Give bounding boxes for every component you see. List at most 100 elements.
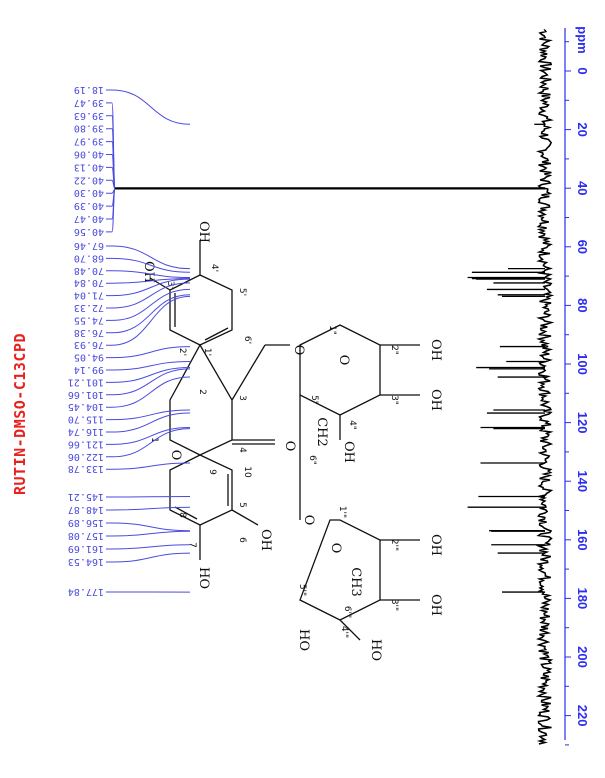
structure-position-number: 5 bbox=[237, 502, 247, 508]
structure-atom-label: CH2 bbox=[314, 417, 329, 447]
structure-atom-label: HO bbox=[296, 629, 311, 651]
peak-label: 101.66 bbox=[68, 389, 104, 400]
peak-label: 39.80 bbox=[74, 123, 104, 134]
peak-label: 164.53 bbox=[68, 556, 104, 567]
peak-label: 116.74 bbox=[68, 426, 104, 437]
peak-label-connector bbox=[106, 179, 116, 190]
structure-position-number: 2" bbox=[389, 345, 399, 355]
peak-label: 40.13 bbox=[74, 161, 104, 172]
peak-label: 40.56 bbox=[74, 226, 104, 237]
structure-position-number: 6" bbox=[307, 455, 317, 465]
structure-position-number: 6'" bbox=[342, 606, 352, 618]
peak-label: 148.87 bbox=[68, 504, 104, 515]
peak-label-connector bbox=[106, 270, 191, 279]
rutin-structure bbox=[149, 240, 420, 641]
structure-position-number: 8 bbox=[177, 512, 187, 518]
peak-label: 71.04 bbox=[74, 290, 104, 301]
structure-position-number: 10 bbox=[242, 466, 252, 478]
peak-label: 133.78 bbox=[68, 463, 104, 474]
peak-label-connector bbox=[106, 346, 191, 359]
peak-label-connector bbox=[106, 426, 191, 445]
axis-tick-label: 160 bbox=[575, 529, 590, 551]
structure-atom-label: O bbox=[336, 355, 351, 366]
structure-atom-label: OH bbox=[428, 339, 443, 361]
peak-label: 156.89 bbox=[68, 517, 104, 528]
axis-tick-label: 220 bbox=[575, 705, 590, 727]
structure-position-number: 4 bbox=[237, 447, 247, 453]
peak-label-connector bbox=[106, 552, 191, 563]
peak-label: 40.06 bbox=[74, 149, 104, 160]
structure-atom-label: CH3 bbox=[348, 567, 363, 597]
axis-tick-label: 100 bbox=[575, 353, 590, 375]
peak-label-connector bbox=[106, 428, 191, 458]
peak-label-connector bbox=[106, 278, 191, 297]
structure-position-number: 3'" bbox=[389, 599, 399, 611]
axis-tick-label: 120 bbox=[575, 412, 590, 434]
structure-position-number: 3' bbox=[165, 281, 175, 289]
peak-label-connector bbox=[106, 367, 191, 383]
peak-label-connector bbox=[106, 506, 191, 511]
peak-label-connector bbox=[106, 544, 191, 550]
peak-label: 104.45 bbox=[68, 401, 104, 412]
structure-atom-label: O bbox=[301, 515, 316, 526]
ring-rhamnose bbox=[299, 519, 381, 621]
structure-position-number: 2 bbox=[197, 389, 207, 395]
spectrum-baseline bbox=[535, 29, 555, 745]
structure-atom-label: OH bbox=[196, 221, 211, 243]
axis-tick-label: 0 bbox=[575, 67, 590, 74]
peak-label-connector bbox=[106, 376, 191, 408]
structure-atom-label: O bbox=[168, 450, 183, 461]
peak-label-connector bbox=[106, 295, 191, 346]
peak-label-connector bbox=[106, 462, 191, 470]
peak-label: 68.70 bbox=[74, 252, 104, 263]
bond bbox=[174, 506, 198, 520]
peak-label: 40.22 bbox=[74, 174, 104, 185]
structure-position-number: 4'" bbox=[339, 626, 349, 638]
peak-label-connector bbox=[106, 522, 191, 532]
axis-tick-label: 60 bbox=[575, 240, 590, 254]
peak-label-connector bbox=[106, 278, 191, 284]
ring-b bbox=[169, 274, 233, 346]
structure-position-number: 1' bbox=[202, 348, 212, 356]
peak-label: 101.21 bbox=[68, 376, 104, 387]
structure-position-number: 4' bbox=[209, 264, 219, 272]
peak-label-connector bbox=[106, 257, 191, 273]
peak-label: 157.08 bbox=[68, 530, 104, 541]
peak-label-connector bbox=[106, 412, 191, 433]
structure-position-number: 3 bbox=[237, 395, 247, 401]
structure-atom-label: HO bbox=[196, 567, 211, 589]
peak-label-connector bbox=[106, 89, 191, 125]
structure-position-number: 5' bbox=[237, 288, 247, 296]
structure-atom-label: OH bbox=[428, 594, 443, 616]
structure-atom-label: O bbox=[282, 441, 297, 452]
structure-atom-label: OH bbox=[341, 441, 356, 463]
structure-atom-label: O bbox=[291, 345, 306, 356]
structure-position-number: 7 bbox=[187, 542, 197, 548]
peak-label-connector bbox=[106, 294, 191, 334]
peak-labels: 18.1939.4739.6339.8039.9740.0640.1340.22… bbox=[68, 84, 191, 597]
structure-position-number: 5" bbox=[309, 395, 319, 405]
peak-label: 40.30 bbox=[74, 187, 104, 198]
axis-tick-label: 40 bbox=[575, 181, 590, 195]
peak-label-connector bbox=[106, 245, 191, 270]
peak-label-connector bbox=[106, 409, 191, 421]
axis-tick-label: 20 bbox=[575, 122, 590, 136]
axis-tick-label: 200 bbox=[575, 646, 590, 668]
structure-position-number: 9 bbox=[207, 469, 217, 475]
baseline-noise bbox=[535, 29, 555, 745]
bond bbox=[339, 619, 361, 641]
structure-atom-label: OH bbox=[258, 529, 273, 551]
structure-position-number: 6 bbox=[237, 537, 247, 543]
peak-label: 177.84 bbox=[68, 586, 104, 597]
structure-position-number: 1" bbox=[327, 325, 337, 335]
peak-label-connector bbox=[106, 368, 191, 396]
structure-position-number: 5'" bbox=[297, 584, 307, 596]
peak-label: 39.47 bbox=[74, 97, 104, 108]
structure-labels: OHOHHOOHOOOHOHOHHOOHOHHOCH2CH3OOOO123456… bbox=[141, 221, 443, 661]
axis-unit-label: ppm bbox=[575, 26, 590, 53]
structure-position-number: 2' bbox=[177, 348, 187, 356]
structure-position-number: 1'" bbox=[337, 506, 347, 518]
peak-label: 94.05 bbox=[74, 352, 104, 363]
